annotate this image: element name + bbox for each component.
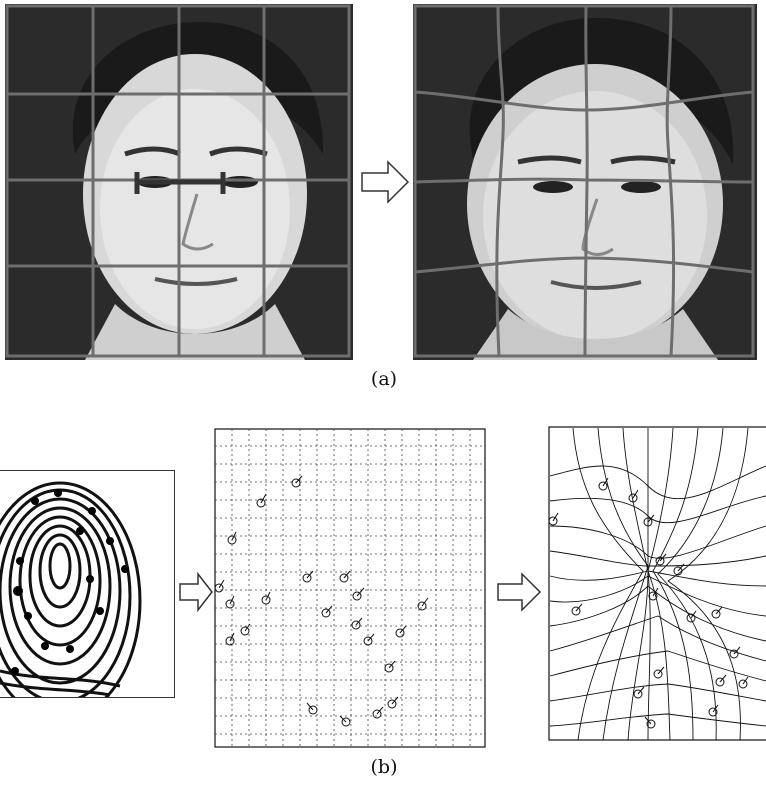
minutiae-regular-grid-drawing: [214, 428, 486, 748]
face-original-image: [5, 4, 353, 360]
caption-b: (b): [354, 756, 414, 778]
caption-a: (a): [354, 368, 414, 390]
fingerprint-image: [0, 470, 175, 698]
face-warped-image: [413, 4, 757, 360]
right-arrow-icon-1: [178, 572, 214, 612]
face-original-drawing: [5, 4, 353, 360]
fingerprint-drawing: [0, 471, 174, 697]
face-warped-drawing: [413, 4, 757, 360]
minutiae-deformed-grid-drawing: [548, 426, 766, 742]
right-arrow-icon: [360, 160, 410, 204]
right-arrow-icon-2: [496, 572, 542, 612]
minutiae-regular-grid: [214, 428, 486, 748]
minutiae-deformed-grid: [548, 426, 766, 742]
